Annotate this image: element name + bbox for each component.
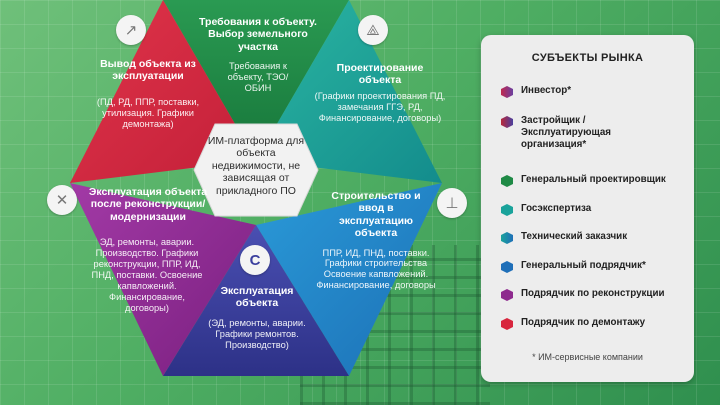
legend-label: Застройщик / Эксплуатирующая организация… — [521, 115, 612, 150]
tools-icon: ✕ — [47, 185, 77, 215]
legend-item-general-designer: Генеральный проектировщик — [501, 174, 666, 187]
legend-label: Генеральный проектировщик — [521, 174, 666, 185]
segment-bottom-title: Эксплуатация объекта — [220, 285, 294, 310]
center-text: ИМ-платформа для объекта недвижимости, н… — [207, 135, 305, 197]
panel-title: СУБЪЕКТЫ РЫНКА — [531, 52, 644, 64]
legend-item-developer: Застройщик / Эксплуатирующая организация… — [501, 115, 671, 150]
legend-label: Инвестор* — [521, 85, 572, 96]
segment-mid-right — [256, 183, 442, 376]
legend-item-demolition-contractor: Подрядчик по демонтажу — [501, 317, 645, 330]
legend-label: Технический заказчик — [521, 231, 628, 242]
segment-mid-left — [70, 183, 256, 376]
segment-top-title: Требования к объекту. Выбор земельного у… — [199, 16, 317, 53]
cube-icon — [501, 261, 513, 273]
legend-item-technical-customer: Технический заказчик — [501, 231, 627, 244]
segment-mid-left-desc-box: ЭД, ремонты, аварии. Производство. Графи… — [86, 237, 208, 314]
legend-label: Генеральный подрядчик* — [521, 260, 646, 271]
cube-icon — [501, 175, 513, 187]
segment-top-left-text: Вывод объекта из эксплуатации (ПД, РД, П… — [78, 58, 218, 130]
segment-top — [163, 0, 349, 160]
crane-icon: ⊥ — [437, 188, 467, 218]
arrow-icon: ↗ — [116, 15, 146, 45]
segment-mid-left-text: Эксплуатация объекта после реконструкции… — [88, 186, 208, 223]
legend-item-general-contractor: Генеральный подрядчик* — [501, 260, 646, 273]
segment-bottom — [163, 225, 349, 376]
cube-icon — [501, 116, 513, 128]
legend-label: Подрядчик по демонтажу — [521, 317, 646, 328]
hexagon-diagram — [70, 0, 442, 376]
segment-mid-left-title: Эксплуатация объекта после реконструкции… — [88, 186, 208, 223]
segment-top-right-title: Проектирование объекта — [336, 62, 424, 87]
cube-icon — [501, 318, 513, 330]
segment-mid-left-desc: ЭД, ремонты, аварии. Производство. Графи… — [91, 237, 203, 313]
cube-icon — [501, 289, 513, 301]
segment-mid-right-desc: ППР, ИД, ПНД, поставки. Графики строител… — [316, 247, 436, 291]
segment-top-left-title: Вывод объекта из эксплуатации — [100, 58, 196, 83]
segment-top-text: Требования к объекту. Выбор земельного у… — [196, 16, 320, 94]
segment-bottom-text: Эксплуатация объекта (ЭД, ремонты, авари… — [196, 285, 318, 351]
logo-icon: C — [240, 245, 270, 275]
market-subjects-panel: СУБЪЕКТЫ РЫНКА Инвестор* Застройщик / Эк… — [481, 35, 694, 382]
legend-item-reconstruction-contractor: Подрядчик по реконструкции — [501, 288, 665, 301]
panel-footnote: * ИМ-сервисные компании — [532, 352, 643, 362]
legend-item-investor: Инвестор* — [501, 85, 571, 98]
legend-label: Госэкспертиза — [521, 203, 592, 214]
cube-icon — [501, 204, 513, 216]
segment-top-right-text: Проектирование объекта (Графики проектир… — [310, 62, 450, 124]
legend-item-state-expertise: Госэкспертиза — [501, 203, 591, 216]
segment-top-left-desc: (ПД, РД, ППР, поставки, утилизация. Граф… — [96, 96, 200, 129]
segment-bottom-desc: (ЭД, ремонты, аварии. Графики ремонтов. … — [208, 317, 306, 350]
segment-top-right-desc: (Графики проектирования ПД, замечания ГГ… — [314, 90, 446, 123]
segment-mid-right-text: Строительство и ввод в эксплуатацию объе… — [312, 190, 440, 291]
cube-icon — [501, 86, 513, 98]
center-hexagon — [193, 123, 319, 217]
segment-top-desc: Требования к объекту, ТЭО/ОБИН — [227, 61, 289, 94]
segment-mid-right-title: Строительство и ввод в эксплуатацию объе… — [331, 190, 421, 240]
legend-label: Подрядчик по реконструкции — [521, 288, 665, 299]
compass-icon: ⟁ — [358, 15, 388, 45]
cube-icon — [501, 232, 513, 244]
